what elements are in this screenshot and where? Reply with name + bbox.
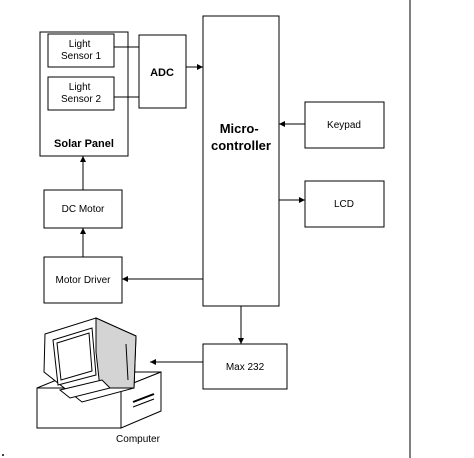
light-sensor-1-label-line1: Light: [69, 39, 91, 50]
light-sensor-2-label-line1: Light: [69, 82, 91, 93]
max232-block: Max 232: [202, 343, 288, 390]
max232-label: Max 232: [226, 362, 265, 373]
microcontroller-block: Micro- controller: [202, 15, 280, 307]
light-sensor-2-block: Light Sensor 2: [47, 76, 115, 111]
dc-motor-block: DC Motor: [43, 189, 123, 229]
svg-text:Light Sensor 2: Light Sensor 2: [61, 82, 101, 105]
lcd-block: LCD: [304, 180, 385, 228]
computer-icon: Computer: [36, 317, 162, 445]
computer-label: Computer: [116, 434, 161, 445]
solar-panel-label: Solar Panel: [54, 138, 114, 150]
svg-text:Light Sensor 1: Light Sensor 1: [61, 39, 101, 62]
dc-motor-label: DC Motor: [62, 204, 105, 215]
motor-driver-label: Motor Driver: [55, 275, 111, 286]
light-sensor-1-block: Light Sensor 1: [47, 33, 115, 68]
keypad-block: Keypad: [304, 101, 385, 149]
keypad-label: Keypad: [327, 120, 361, 131]
light-sensor-1-label-line2: Sensor 1: [61, 51, 101, 62]
svg-text:Micro- controller: Micro- controller: [211, 121, 271, 153]
light-sensor-2-label-line2: Sensor 2: [61, 94, 101, 105]
adc-label: ADC: [150, 67, 174, 79]
motor-driver-block: Motor Driver: [43, 256, 123, 304]
microcontroller-label-line1: Micro-: [220, 121, 259, 136]
microcontroller-label-line2: controller: [211, 138, 271, 153]
lcd-label: LCD: [334, 199, 354, 210]
corner-dot: [2, 454, 4, 456]
adc-block: ADC: [138, 34, 187, 109]
